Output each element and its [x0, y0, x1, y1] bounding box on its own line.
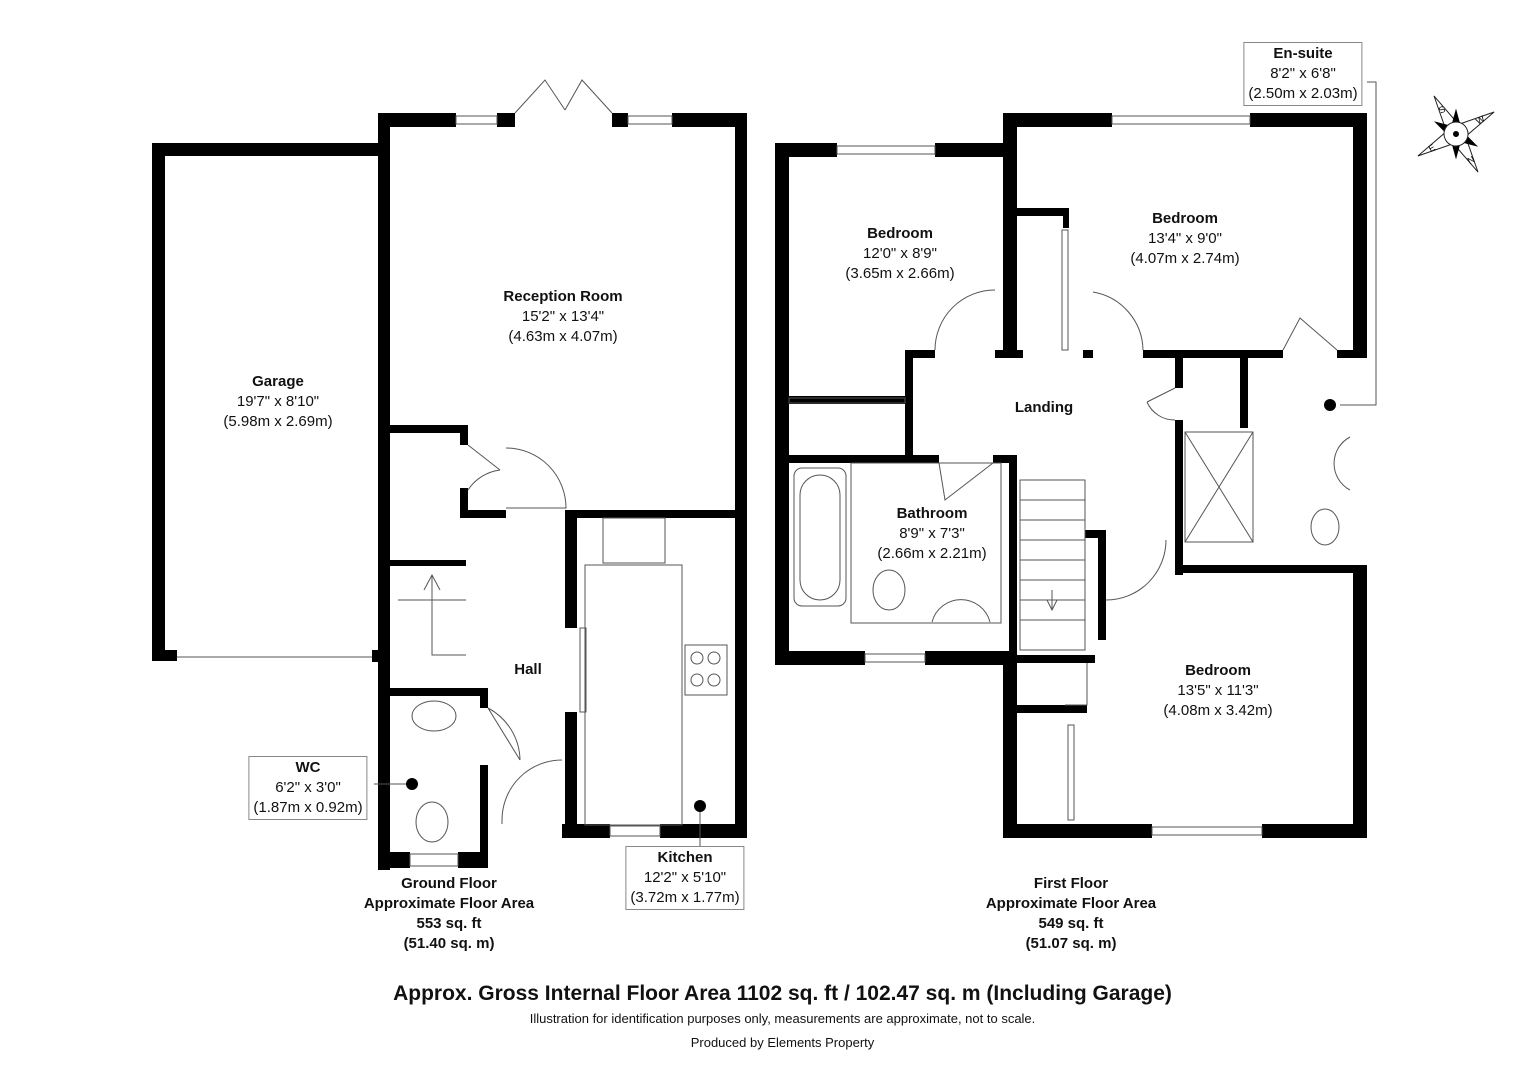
- compass-icon: N E S W: [1417, 95, 1495, 173]
- compass-e: E: [1427, 142, 1437, 154]
- first-floor-walls: [775, 113, 1367, 838]
- ground-floor-walls: [152, 113, 747, 870]
- disclaimer: Illustration for identification purposes…: [529, 1011, 1036, 1026]
- room-label-landing: Landing: [1014, 399, 1074, 416]
- compass-n: N: [1466, 154, 1477, 166]
- room-label-hall: Hall: [514, 661, 542, 678]
- compass-s: S: [1437, 104, 1447, 116]
- total-floor-area: Approx. Gross Internal Floor Area 1102 s…: [393, 982, 1172, 1005]
- credit: Produced by Elements Property: [690, 1035, 875, 1050]
